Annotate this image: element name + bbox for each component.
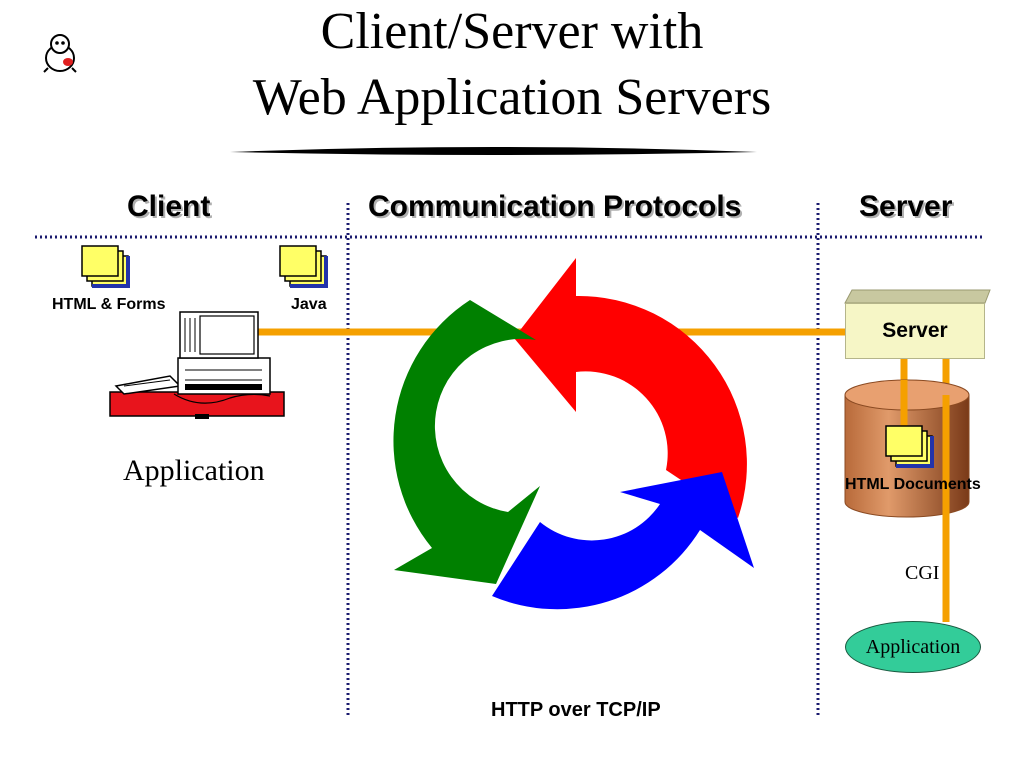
title-underline	[230, 147, 757, 155]
client-application-label: Application	[123, 454, 265, 487]
page-title-line2: Web Application Servers	[252, 69, 772, 126]
cgi-label: CGI	[905, 562, 940, 584]
java-label: Java	[291, 296, 327, 313]
column-header-server: Server	[859, 190, 953, 223]
html-forms-label: HTML & Forms	[52, 296, 166, 313]
server-box: Server	[845, 303, 985, 359]
column-header-client: Client	[127, 190, 211, 223]
red-cycle-arrow	[514, 258, 747, 518]
html-documents-label: HTML Documents	[845, 476, 981, 493]
protocol-cycle	[393, 258, 754, 610]
server-box-bevel	[844, 289, 991, 304]
mascot-logo-icon	[43, 34, 77, 73]
page-title-line1: Client/Server with	[320, 3, 704, 60]
protocol-caption: HTTP over TCP/IP	[491, 699, 661, 721]
java-doc-icon	[279, 245, 329, 289]
green-cycle-arrow	[393, 300, 540, 584]
blue-cycle-arrow	[492, 472, 754, 610]
html-documents-icon	[885, 425, 935, 469]
html-forms-doc-icon	[81, 245, 131, 289]
server-application-oval: Application	[845, 621, 981, 673]
client-computer-icon	[109, 311, 285, 419]
column-header-protocols: Communication Protocols	[368, 190, 742, 223]
